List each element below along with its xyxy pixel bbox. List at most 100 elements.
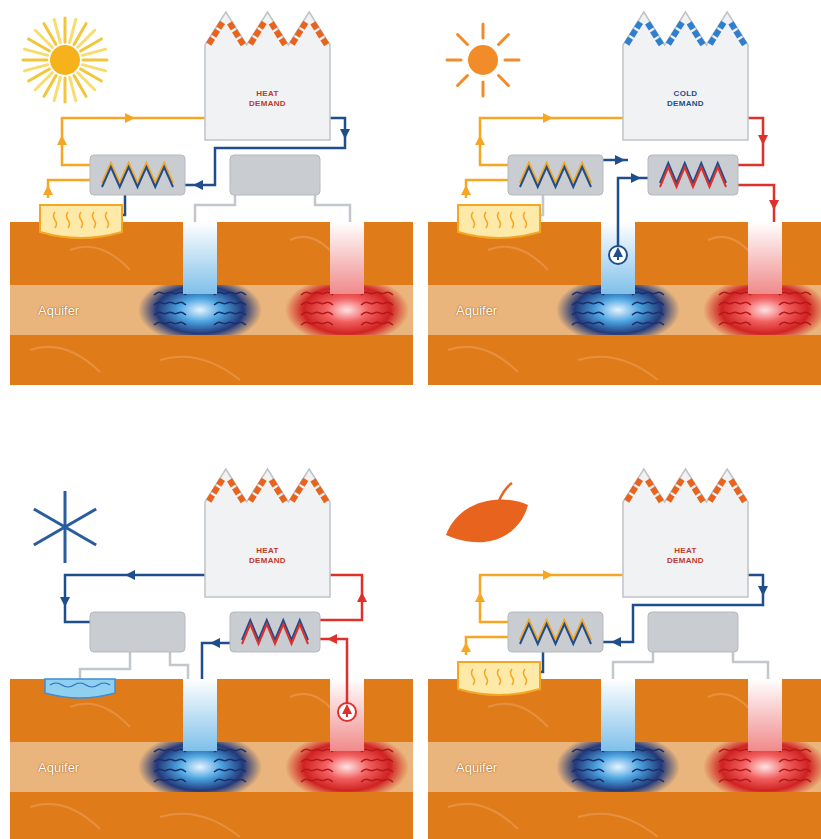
flow-wave (154, 769, 186, 772)
roof-panel (276, 488, 280, 494)
roof-panel (255, 30, 259, 36)
season-panel (428, 12, 821, 385)
heat-wave (472, 669, 475, 685)
roof-panel (276, 31, 280, 37)
roof-panel (318, 488, 322, 494)
pipe (48, 180, 90, 198)
flow-arrow (327, 634, 337, 644)
building (205, 12, 330, 140)
flow-wave (719, 779, 751, 782)
flow-wave (779, 292, 811, 295)
flow-arrow (60, 597, 70, 607)
well-shaft (748, 222, 782, 294)
flow-arrow (758, 586, 768, 596)
flow-wave (301, 779, 333, 782)
building (205, 469, 330, 597)
flow-arrow (43, 185, 53, 195)
sun-ray (70, 19, 76, 42)
flow-wave (214, 769, 246, 772)
exchanger-coil (520, 167, 591, 187)
flow-arrow (340, 129, 350, 139)
roof-panel (250, 38, 254, 44)
heat-wave (511, 669, 514, 685)
roof-panel (297, 487, 301, 493)
pipe (320, 639, 347, 703)
flow-wave (361, 769, 393, 772)
ground-vein (488, 704, 548, 727)
aquifer-band: Aquifer (428, 285, 821, 335)
roof-panel (230, 480, 234, 486)
roof-panel (302, 479, 306, 485)
flow-wave (632, 292, 664, 295)
roof-panel (637, 479, 641, 485)
heat-wave (472, 212, 475, 228)
roof-panel (632, 487, 636, 493)
roof-panel (699, 39, 703, 45)
exchanger-coil (242, 624, 308, 644)
roof-panel (292, 495, 296, 501)
flow-wave (214, 292, 246, 295)
flow-wave (361, 759, 393, 762)
sun-ray (70, 77, 76, 100)
roof-panel (209, 38, 213, 44)
roof-panel (219, 22, 223, 28)
well-shaft (183, 222, 217, 294)
sun-ray (24, 65, 47, 71)
roof-panel (323, 496, 327, 502)
heat-wave (93, 212, 96, 228)
flow-wave (779, 312, 811, 315)
roof-panel (313, 23, 317, 29)
flow-arrow (193, 180, 203, 190)
sun-ray (83, 59, 107, 62)
flow-wave (154, 322, 186, 325)
flow-wave (301, 769, 333, 772)
sun-ray (54, 19, 60, 42)
heat-exchanger (230, 612, 320, 652)
roof-panel (281, 39, 285, 45)
heat-wave (498, 212, 501, 228)
flow-wave (361, 292, 393, 295)
ground-vein (70, 704, 130, 727)
flow-arrow (342, 704, 352, 714)
aquifer-label: Aquifer (456, 303, 497, 318)
sun-ray (458, 35, 468, 45)
sun-ray (29, 69, 50, 81)
sun-ray (499, 76, 509, 86)
roof-panel (313, 480, 317, 486)
sun-ray (74, 76, 86, 97)
roof-panel (648, 23, 652, 29)
heat-wave (80, 212, 83, 228)
roof-panel (250, 495, 254, 501)
roof-panel (689, 23, 693, 29)
sun-ray (82, 65, 105, 71)
heat-exchanger (508, 612, 603, 652)
flow-wave (214, 322, 246, 325)
sun (468, 45, 498, 75)
flow-wave (779, 322, 811, 325)
demand-label: HEAT DEMAND (660, 546, 712, 565)
roof-panel (710, 495, 714, 501)
flow-wave (779, 749, 811, 752)
pond (45, 679, 115, 698)
season-panel (428, 469, 821, 839)
well-shaft (748, 679, 782, 751)
aquifer-band: Aquifer (10, 285, 413, 335)
roof-panel (271, 480, 275, 486)
flow-arrow (613, 247, 623, 257)
pump (338, 703, 356, 721)
ground-vein (488, 247, 548, 270)
flow-arrow (125, 570, 135, 580)
exchanger-coil (520, 624, 591, 644)
snowflake-stroke (34, 509, 96, 545)
flow-wave (719, 312, 751, 315)
flow-arrow (631, 173, 641, 183)
flow-wave (214, 302, 246, 305)
heat-exchanger (90, 155, 185, 195)
flow-wave (301, 302, 333, 305)
flow-wave (361, 749, 393, 752)
roof-panel (673, 30, 677, 36)
flow-wave (154, 312, 186, 315)
exchanger-coil (660, 167, 726, 187)
flow-arrow (611, 637, 621, 647)
pipe (202, 643, 230, 679)
